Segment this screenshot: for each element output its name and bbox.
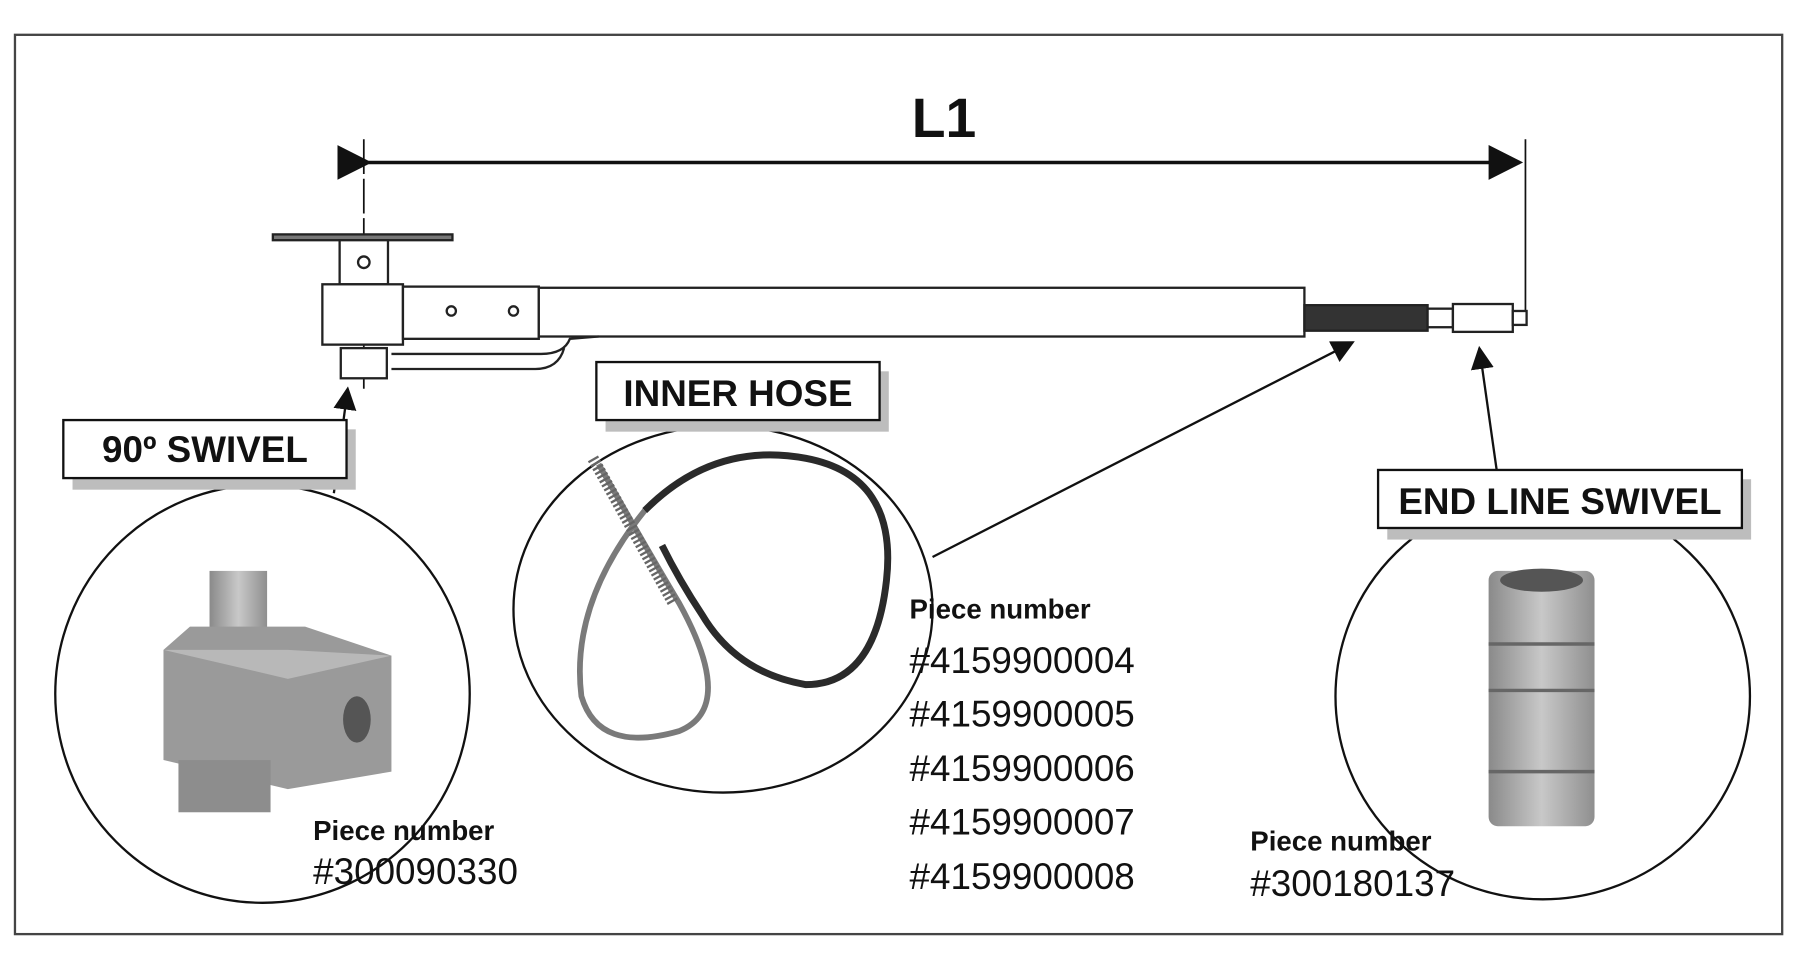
inner-hose-piece-label: Piece number — [910, 593, 1091, 624]
end-line-swivel-piece-label: Piece number — [1250, 825, 1431, 856]
end-line-swivel-title: END LINE SWIVEL — [1398, 481, 1721, 522]
dimension-label: L1 — [912, 87, 976, 149]
swivel-90-piece-number: #300090330 — [313, 851, 518, 892]
inner-hose-piece-number: #4159900006 — [910, 748, 1135, 789]
inner-hose-piece-number: #4159900008 — [910, 856, 1135, 897]
inner-hose-photo — [576, 451, 892, 741]
end-swivel-arrow — [1470, 345, 1498, 471]
swivel-90-title: 90º SWIVEL — [102, 429, 308, 470]
end-line-swivel-photo — [1488, 568, 1595, 827]
hose-arrow — [932, 341, 1355, 559]
inner-hose-piece-number: #4159900007 — [910, 801, 1135, 842]
inner-hose-title: INNER HOSE — [623, 373, 852, 414]
swivel-90-photo — [163, 570, 392, 813]
callout-end-line-swivel: END LINE SWIVEL Piece number #300180137 — [1250, 468, 1752, 904]
arm-drawing — [271, 233, 1528, 380]
frame-border — [13, 33, 1784, 936]
end-line-swivel-piece-number: #300180137 — [1250, 863, 1455, 904]
callout-inner-hose: INNER HOSE Piece number #4159900004 #415… — [512, 360, 1135, 897]
swivel-90-piece-label: Piece number — [313, 815, 494, 846]
inner-hose-piece-number: #4159900004 — [910, 640, 1135, 681]
inner-hose-piece-number: #4159900005 — [910, 693, 1135, 734]
callout-90-swivel: 90º SWIVEL Piece number #300090330 — [54, 418, 518, 904]
